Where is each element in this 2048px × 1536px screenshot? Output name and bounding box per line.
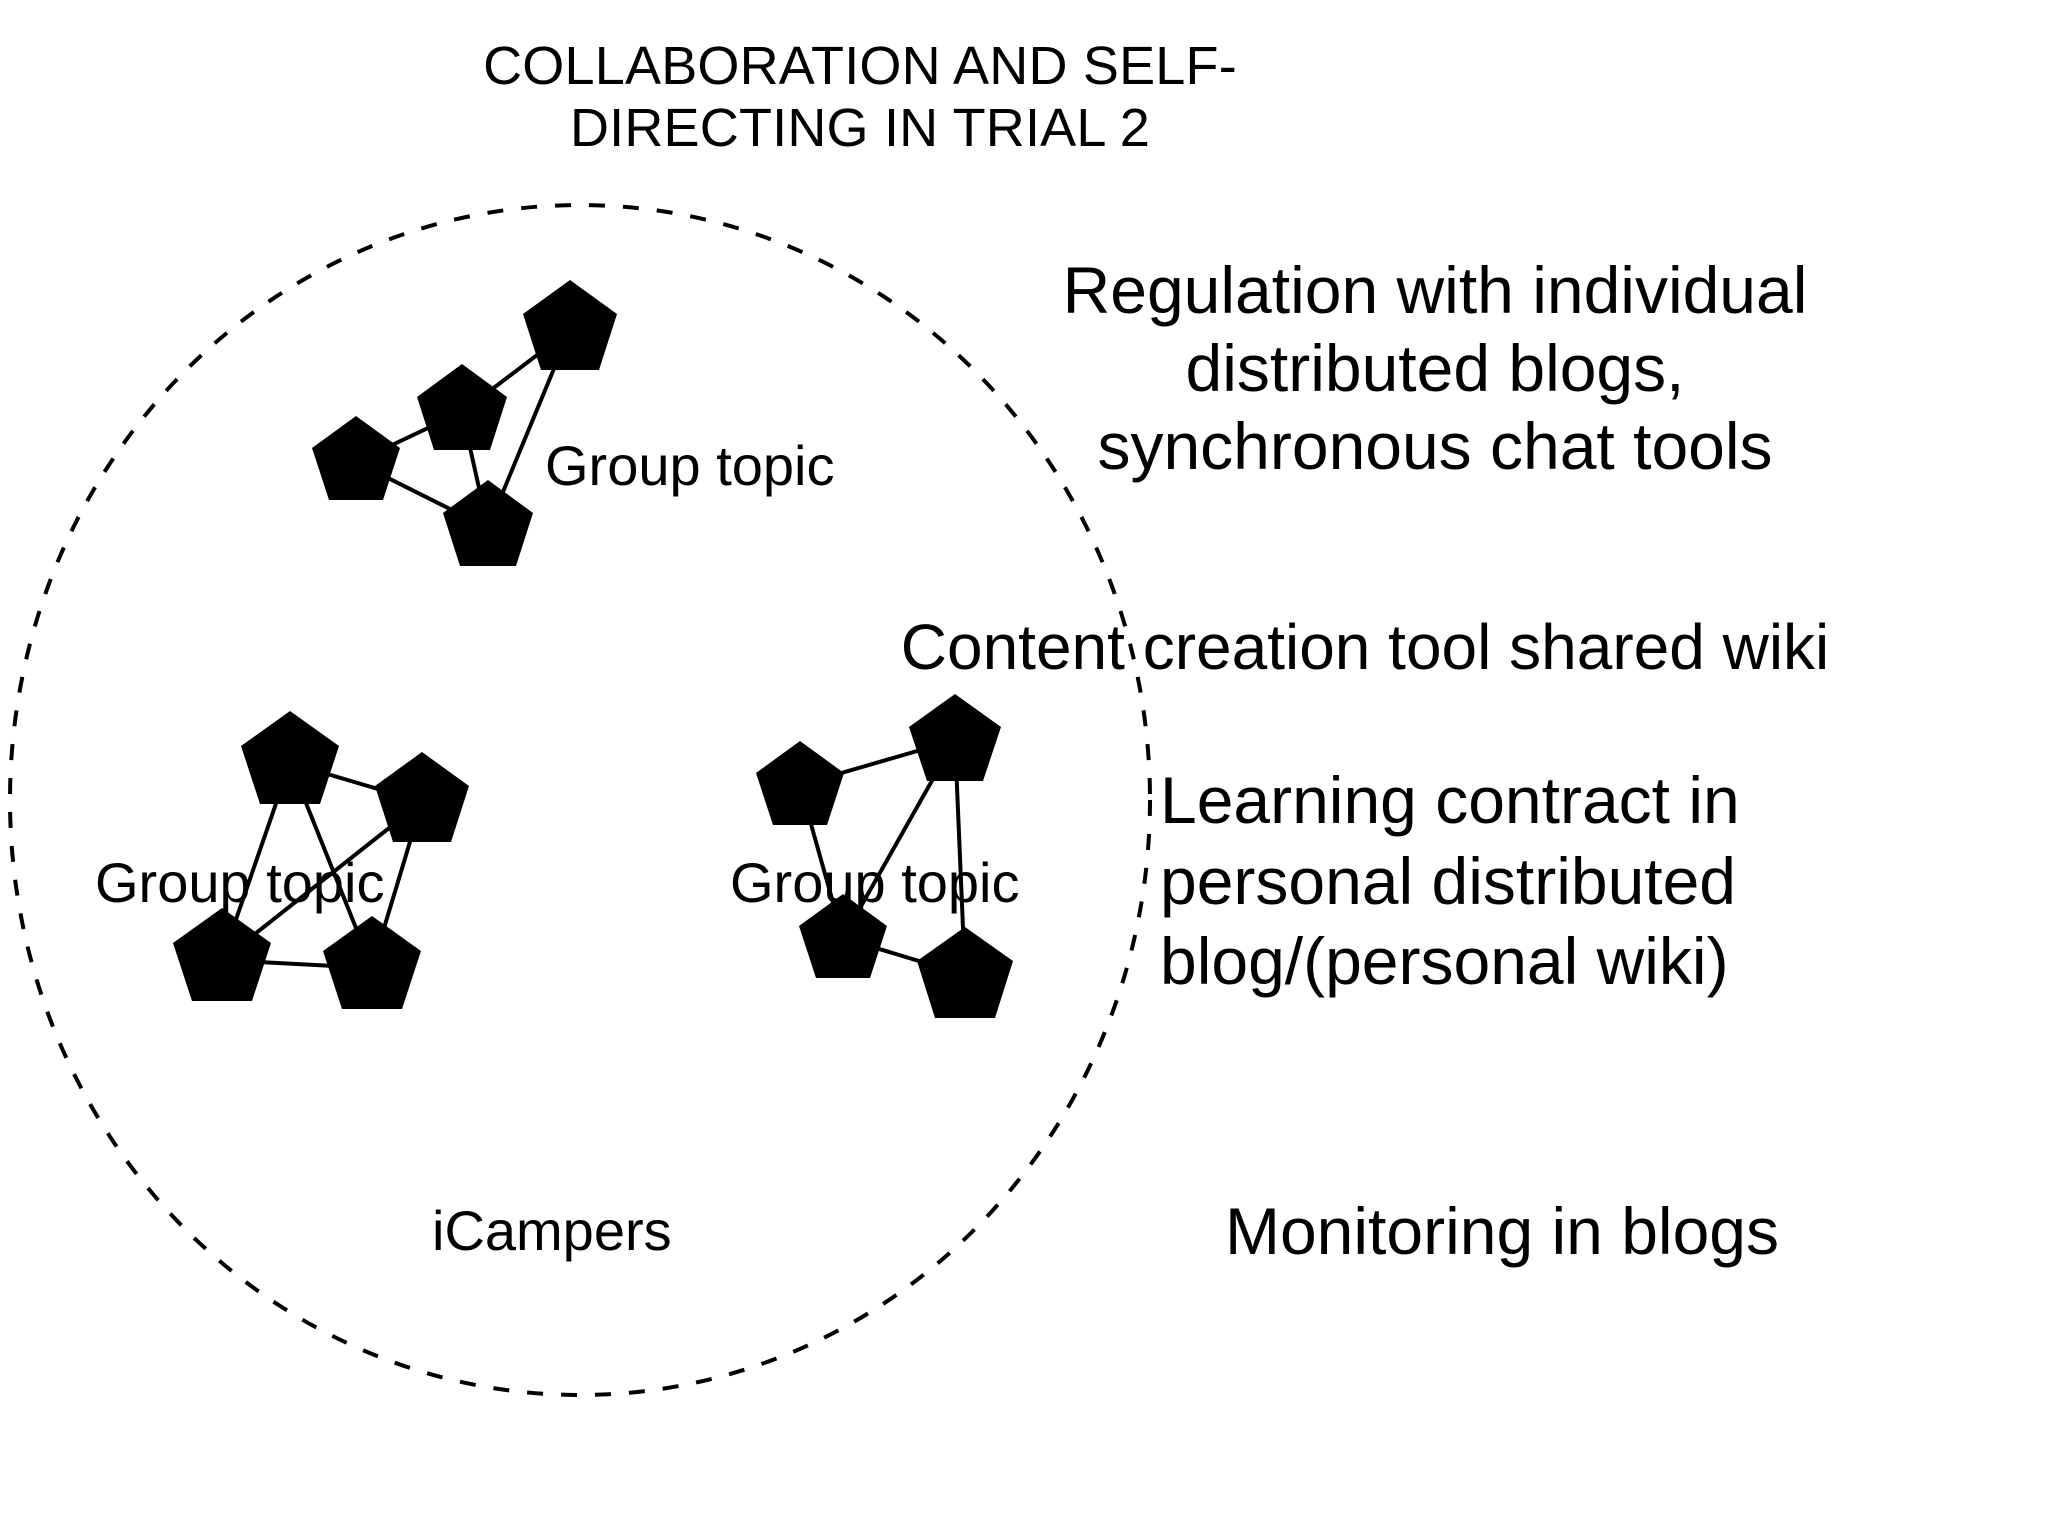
annotation-content-creation: Content creation tool shared wiki xyxy=(900,611,1830,683)
pentagon-node xyxy=(241,711,339,804)
pentagon-node xyxy=(756,741,844,825)
cluster-label-group-topic-3: Group topic xyxy=(730,851,1020,914)
cluster-nodes xyxy=(173,711,469,1009)
pentagon-node xyxy=(909,694,1001,781)
annotation-regulation: Regulation with individual distributed b… xyxy=(1062,253,1808,483)
pentagon-node xyxy=(917,927,1013,1018)
annotation-learning-contract: Learning contract in personal distribute… xyxy=(1160,763,1740,999)
cluster-bottom-right xyxy=(756,694,1013,1018)
pentagon-node xyxy=(173,908,271,1001)
pentagon-node xyxy=(312,416,400,500)
annotation-monitoring: Monitoring in blogs xyxy=(1225,1194,1779,1268)
pentagon-node xyxy=(417,364,507,450)
cluster-bottom-left xyxy=(173,711,469,1009)
pentagon-node xyxy=(799,894,887,978)
cluster-label-group-topic-2: Group topic xyxy=(95,851,385,914)
icampers-label: iCampers xyxy=(432,1199,672,1262)
cluster-nodes xyxy=(312,280,617,566)
pentagon-node xyxy=(375,752,469,842)
cluster-top-left xyxy=(312,280,617,566)
pentagon-node xyxy=(523,280,617,370)
pentagon-node xyxy=(323,916,421,1009)
pentagon-node xyxy=(443,480,533,566)
icampers-boundary-ellipse xyxy=(8,203,1152,1397)
page-title: COLLABORATION AND SELF- DIRECTING IN TRI… xyxy=(483,36,1237,158)
cluster-label-group-topic-1: Group topic xyxy=(545,434,835,497)
cluster-nodes xyxy=(756,694,1013,1018)
